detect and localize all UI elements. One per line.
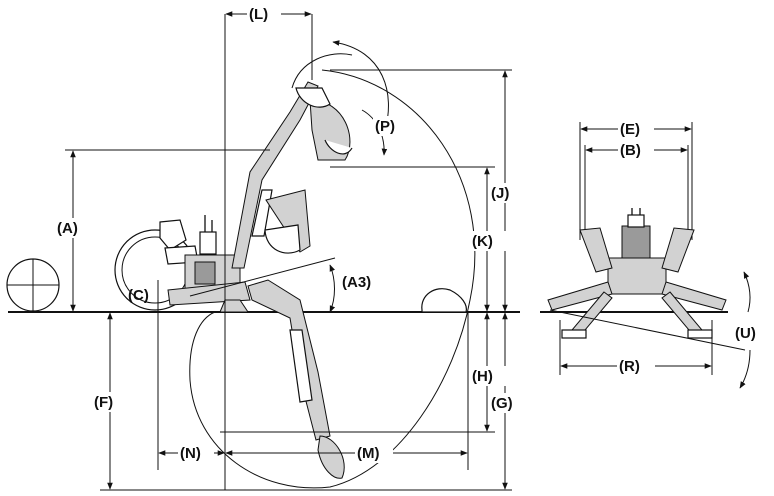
label-G: (G) [491,395,513,412]
side-view: (L) (A) (C) (F) (J) (K) (H) (G) (N) (M) … [6,4,525,491]
label-P: (P) [375,118,395,135]
label-U: (U) [735,325,756,342]
rear-view: (E) (B) (R) (U) [540,119,756,389]
label-L: (L) [249,6,268,23]
lowered-boom [247,279,345,479]
backhoe-frame [167,215,251,306]
label-F: (F) [94,394,113,411]
stabilizer-leg [219,299,249,313]
label-N: (N) [180,445,201,462]
raised-boom [231,81,353,269]
label-H: (H) [472,368,493,385]
label-A3: (A3) [342,274,371,291]
label-M: (M) [357,445,380,462]
label-J: (J) [491,185,509,202]
angle-A3-arc [329,264,336,313]
label-A: (A) [57,220,78,237]
label-K: (K) [472,233,493,250]
tilt-angle-arc-U [739,349,751,389]
label-R: (R) [619,358,640,375]
label-B: (B) [620,142,641,159]
front-tyre [6,258,60,312]
rear-stabilizers [547,281,727,339]
tilt-U-line [549,309,746,351]
label-C: (C) [128,287,149,304]
tilt-angle-arc-right [743,271,751,313]
rear-machine-body [579,208,695,295]
ground-bucket [421,288,467,313]
label-E: (E) [620,121,640,138]
angle-A3-line [189,257,336,297]
upper-reach-arc [291,53,353,89]
